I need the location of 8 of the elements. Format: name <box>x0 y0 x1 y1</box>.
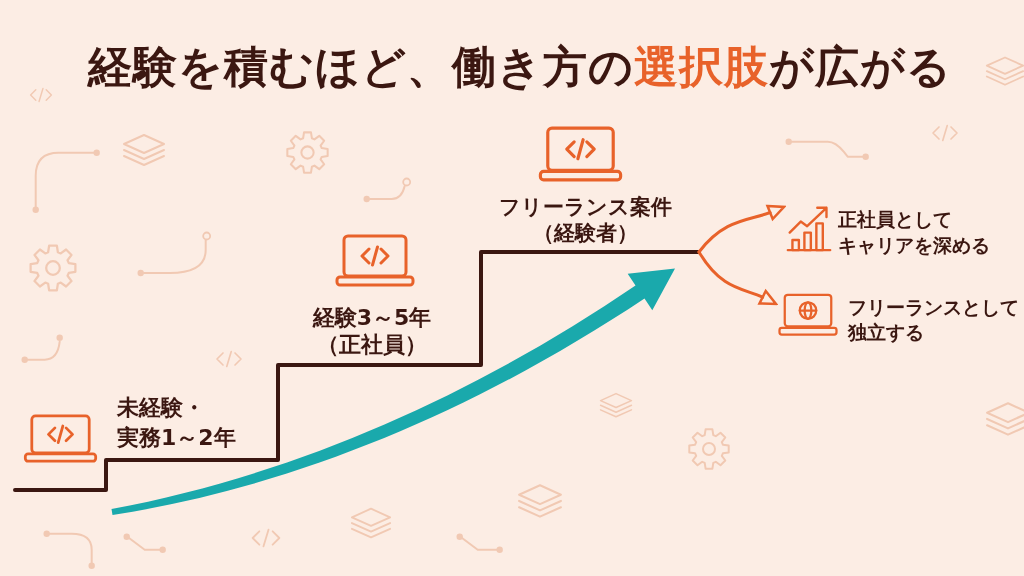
outcome-label: 正社員としてキャリアを深める <box>838 208 990 256</box>
step-label: 未経験・実務1～2年 <box>117 395 236 450</box>
step-label: フリーランス案件（経験者） <box>498 195 672 245</box>
outcome-label: フリーランスとして独立する <box>848 296 1019 343</box>
curved-arrow <box>697 250 778 305</box>
title: 経験を積むほど、働き方の選択肢が広がる <box>88 41 952 92</box>
step-label: 経験3～5年（正社員） <box>312 305 432 357</box>
curved-arrow <box>697 204 786 254</box>
